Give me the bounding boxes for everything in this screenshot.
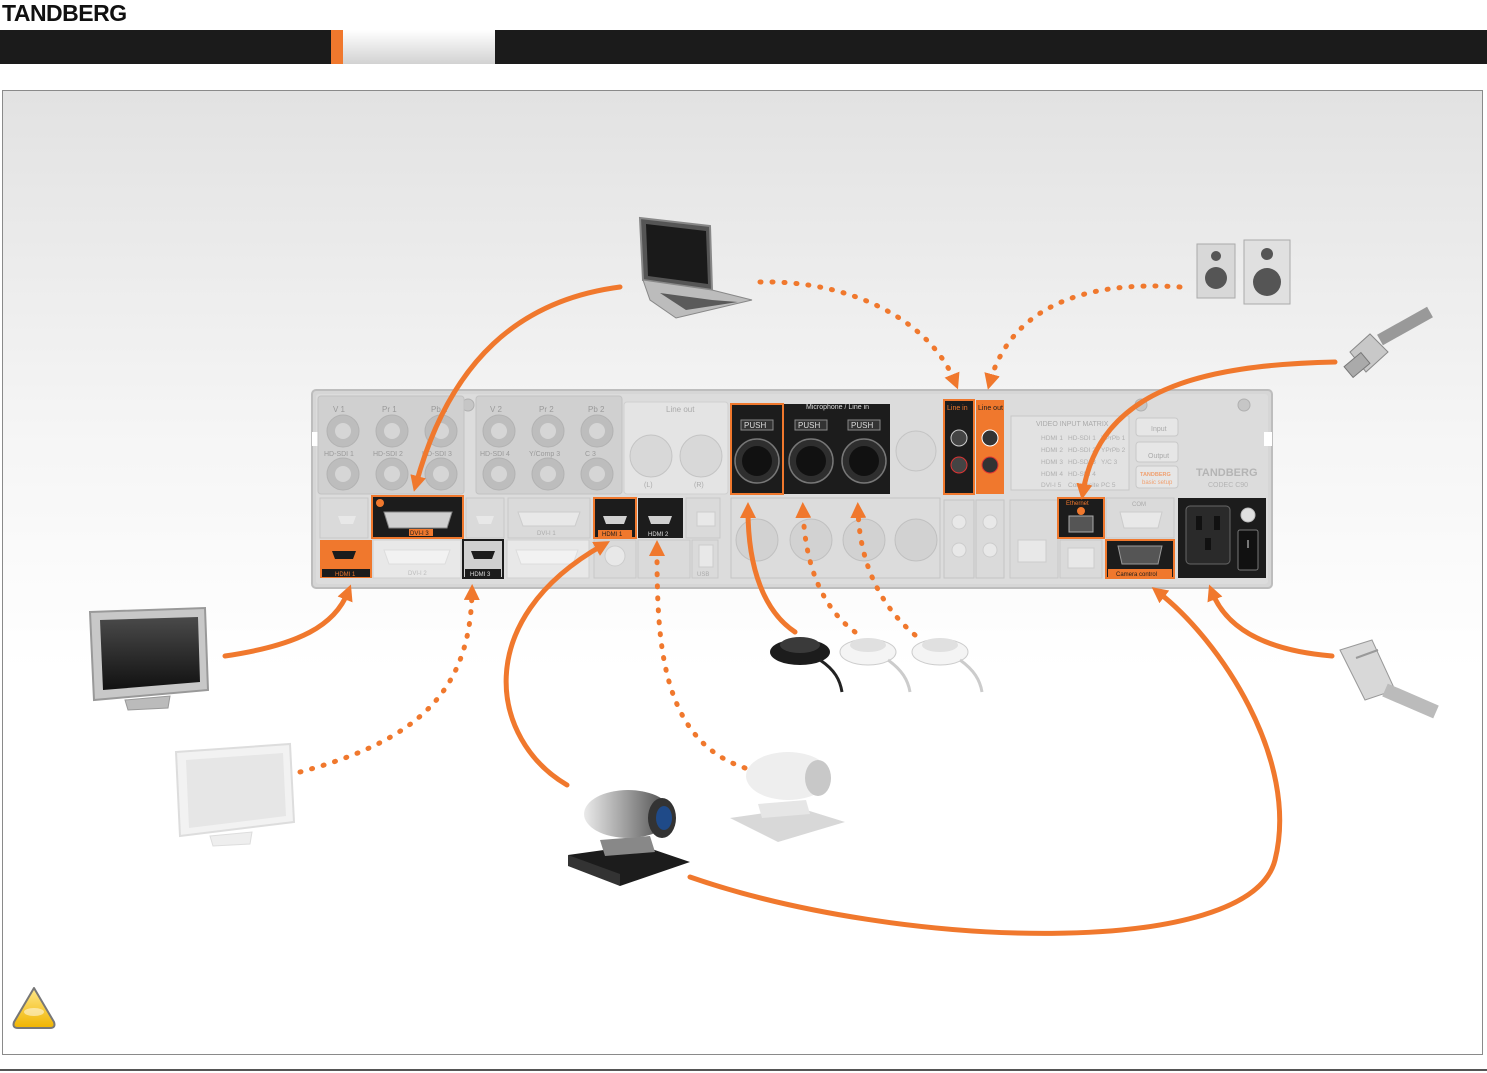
bnc-label: Pr 2 [539, 405, 554, 414]
laptop-icon [638, 216, 753, 319]
microphone-icon [911, 638, 984, 693]
brand-logo: TANDBERG [2, 0, 127, 26]
microphone-inputs[interactable]: Microphone / Line in PUSH PUSH PUSH [730, 403, 890, 495]
line-camera-hdmi [503, 541, 610, 788]
bnc-label: HD-SDI 2 [373, 451, 403, 458]
power-plug-icon [1339, 639, 1439, 719]
hdmi1-label: HDMI 1 [335, 572, 356, 578]
footer-divider [0, 1069, 1487, 1071]
hdmi-in2-label: HDMI 2 [648, 532, 669, 538]
matrix-cell: HDMI 3 [1041, 459, 1063, 466]
warning-icon [12, 987, 56, 1029]
hdmi-in1-label: HDMI 1 [602, 532, 623, 538]
line-out-r-label: (R) [694, 482, 704, 489]
bnc-label: C 3 [585, 451, 596, 458]
mic-input-4-grey [895, 430, 937, 472]
bnc-label: V 1 [333, 405, 346, 414]
bnc-label: HD-SDI 3 [422, 451, 452, 458]
line-laptop-audio [757, 279, 960, 390]
microphone-header: Microphone / Line in [806, 404, 869, 411]
line-power [1207, 584, 1335, 659]
matrix-cell: HDMI 4 [1041, 471, 1063, 478]
bnc-label: V 2 [490, 405, 503, 414]
legend-setup-brand: TANDBERG [1140, 472, 1171, 478]
connection-lines [222, 279, 1338, 936]
line-speakers-audio [984, 283, 1183, 390]
dvi1-label: DVI-I 1 [537, 531, 556, 537]
matrix-cell: DVI-I 5 [1041, 482, 1062, 489]
dvi3-port[interactable]: DVI-I 3 [371, 495, 464, 539]
bnc-group-2: V 2 Pr 2 Pb 2 HD-SDI 4 Y/Comp 3 C 3 [475, 395, 623, 495]
matrix-cell: YPrPb 1 [1101, 435, 1126, 442]
ethernet-port[interactable]: Ethernet [1057, 497, 1105, 539]
legend-output: Output [1148, 453, 1169, 460]
dvi3-label: DVI-I 3 [410, 531, 429, 537]
bnc-label: Y/Comp 3 [529, 451, 560, 458]
hdmi3-label: HDMI 3 [470, 572, 491, 578]
bnc-label: HD-SDI 4 [480, 451, 510, 458]
push-label: PUSH [798, 421, 820, 430]
monitor-faded-icon [174, 742, 296, 847]
tab-active[interactable] [343, 30, 495, 64]
microphone-icon [839, 638, 912, 693]
line-network-ethernet [1076, 359, 1338, 500]
line-mic2 [795, 502, 858, 635]
camera-faded-icon [730, 752, 845, 842]
line-mic3 [850, 502, 918, 638]
hdmi1-output-port[interactable]: HDMI 1 [320, 540, 372, 578]
tab-accent-marker [331, 30, 343, 64]
ethernet-label: Ethernet [1066, 501, 1089, 507]
dvi2-label: DVI-I 2 [408, 571, 427, 577]
matrix-cell: PC 5 [1101, 482, 1116, 489]
camera-control-port[interactable]: Camera control [1105, 539, 1175, 579]
legend-input: Input [1151, 426, 1167, 433]
microphone-icon [770, 637, 844, 693]
line-camera2-hdmi [649, 539, 748, 771]
matrix-cell: HDMI 1 [1041, 435, 1063, 442]
monitor-icon [88, 606, 210, 711]
top-navigation-bar [0, 30, 1487, 64]
matrix-cell: YPrPb 2 [1101, 447, 1126, 454]
matrix-cell: HDMI 2 [1041, 447, 1063, 454]
matrix-cell: HD-SDI 2 [1068, 447, 1096, 454]
audio-line-in[interactable]: Line in [943, 399, 975, 495]
bnc-label: Pr 1 [382, 405, 397, 414]
matrix-cell: HD-SDI 4 [1068, 471, 1096, 478]
matrix-cell: HD-SDI 1 [1068, 435, 1096, 442]
line-out-l-label: (L) [644, 482, 653, 489]
audio-line-out[interactable]: Line out [976, 400, 1004, 494]
speakers-icon [1196, 239, 1291, 305]
line-mic1 [740, 502, 798, 635]
codec-model: CODEC C90 [1208, 482, 1248, 489]
line-in-label: Line in [947, 405, 968, 412]
line-laptop-dvi [410, 284, 623, 492]
hdmi-input-1-port[interactable]: HDMI 1 [593, 497, 637, 539]
line-monitor-hdmi1 [222, 584, 353, 659]
legend-setup-label: basic setup [1142, 480, 1173, 486]
usb-label: USB [697, 572, 709, 578]
port-legend: Input Output TANDBERG basic setup [1135, 417, 1179, 489]
matrix-cell: HD-SDI 3 [1068, 459, 1096, 466]
line-camera-control [687, 587, 1283, 936]
hdmi3-output-port[interactable]: HDMI 3 [462, 539, 504, 579]
push-label: PUSH [851, 421, 873, 430]
codec-rear-panel: V 1 Pr 1 Pb 1 HD-SDI 1 HD-SDI 2 HD-SDI 3… [311, 389, 1273, 589]
line-out-label: Line out [978, 405, 1003, 412]
bnc-label: Pb 1 [431, 405, 448, 414]
camera-control-label: Camera control [1116, 572, 1157, 578]
matrix-title: VIDEO INPUT MATRIX [1036, 421, 1109, 428]
camera-icon [568, 790, 690, 886]
bnc-label: Pb 2 [588, 405, 605, 414]
line-monitor2-hdmi3 [297, 584, 480, 775]
codec-brand: TANDBERG [1196, 467, 1258, 479]
bnc-label: HD-SDI 1 [324, 451, 354, 458]
com-label: COM [1132, 502, 1146, 508]
push-label: PUSH [744, 421, 766, 430]
matrix-cell: Y/C 3 [1101, 459, 1118, 466]
line-out-grey-label: Line out [666, 405, 695, 414]
hdmi-input-2-port[interactable]: HDMI 2 [638, 498, 683, 538]
line-out-xlr-grey: Line out (L) (R) [623, 401, 729, 495]
network-cable-icon [1343, 306, 1433, 379]
